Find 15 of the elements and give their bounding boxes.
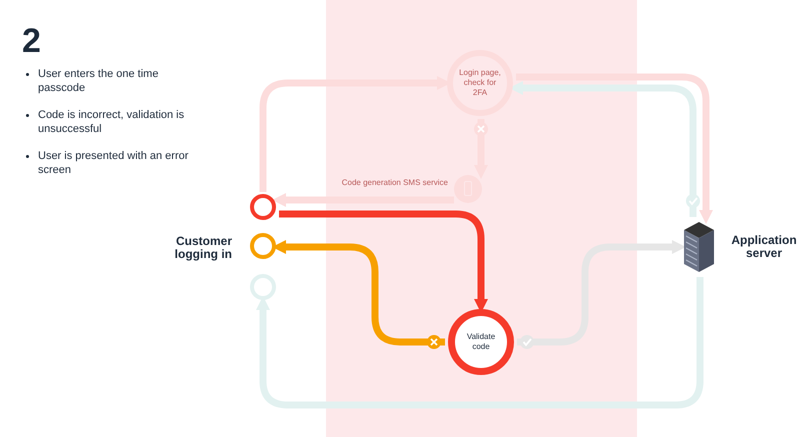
bullet-point: User enters the one time passcode	[38, 68, 158, 94]
group-label: Customer logging in	[174, 235, 232, 261]
step-number: 2	[22, 22, 41, 61]
node-label: Application server	[730, 234, 798, 260]
bullet-point: Code is incorrect, validation is unsuccessful	[38, 109, 184, 135]
arrow	[474, 119, 488, 179]
arrow	[517, 240, 686, 346]
bullet-point: User is presented with an error screen	[38, 150, 188, 176]
avatar-circle	[250, 233, 276, 259]
arrow	[256, 277, 704, 408]
avatar-circle	[250, 194, 276, 220]
arrow	[516, 74, 713, 224]
node-label: Code generation SMS service	[340, 178, 448, 188]
avatar-circle	[250, 274, 276, 300]
arrow	[272, 193, 454, 207]
